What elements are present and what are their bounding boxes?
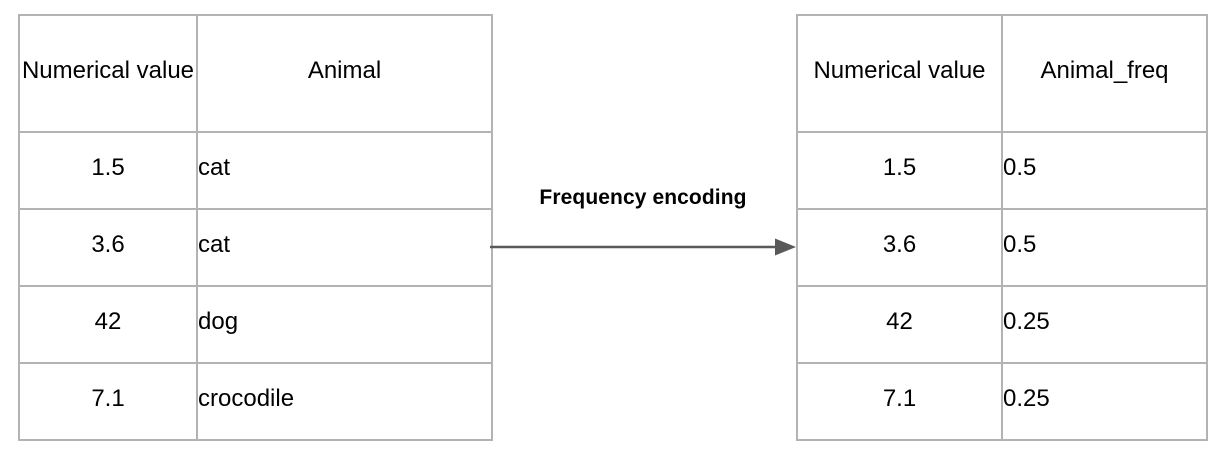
output-header-numerical-value: Numerical value xyxy=(796,14,1003,133)
input-cell-numerical-value-2: 42 xyxy=(18,285,198,364)
output-header-animal-freq: Animal_freq xyxy=(1001,14,1208,133)
input-cell-animal-1: cat xyxy=(196,208,493,287)
output-cell-numerical-value-3: 7.1 xyxy=(796,362,1003,441)
table-header-row: Numerical value Animal_freq xyxy=(796,14,1208,133)
output-cell-numerical-value-0: 1.5 xyxy=(796,131,1003,210)
table-header-row: Numerical value Animal xyxy=(18,14,493,133)
input-cell-numerical-value-0: 1.5 xyxy=(18,131,198,210)
input-cell-animal-0: cat xyxy=(196,131,493,210)
input-header-numerical-value: Numerical value xyxy=(18,14,198,133)
output-cell-numerical-value-2: 42 xyxy=(796,285,1003,364)
right-arrow-icon xyxy=(490,238,796,256)
input-table: Numerical value Animal 1.5 cat 3.6 cat 4… xyxy=(18,14,493,441)
output-table: Numerical value Animal_freq 1.5 0.5 3.6 … xyxy=(796,14,1208,441)
table-row: 1.5 0.5 xyxy=(796,131,1208,210)
table-row: 7.1 crocodile xyxy=(18,362,493,441)
input-cell-numerical-value-1: 3.6 xyxy=(18,208,198,287)
output-cell-animal-freq-1: 0.5 xyxy=(1001,208,1208,287)
output-cell-animal-freq-0: 0.5 xyxy=(1001,131,1208,210)
output-cell-animal-freq-2: 0.25 xyxy=(1001,285,1208,364)
table-row: 42 dog xyxy=(18,285,493,364)
table-row: 42 0.25 xyxy=(796,285,1208,364)
output-cell-numerical-value-1: 3.6 xyxy=(796,208,1003,287)
input-header-animal: Animal xyxy=(196,14,493,133)
output-cell-animal-freq-3: 0.25 xyxy=(1001,362,1208,441)
table-row: 7.1 0.25 xyxy=(796,362,1208,441)
table-row: 3.6 0.5 xyxy=(796,208,1208,287)
table-row: 3.6 cat xyxy=(18,208,493,287)
input-cell-animal-2: dog xyxy=(196,285,493,364)
transformation-arrow-group: Frequency encoding xyxy=(487,186,799,264)
input-cell-animal-3: crocodile xyxy=(196,362,493,441)
input-cell-numerical-value-3: 7.1 xyxy=(18,362,198,441)
table-row: 1.5 cat xyxy=(18,131,493,210)
transformation-label: Frequency encoding xyxy=(539,186,747,209)
